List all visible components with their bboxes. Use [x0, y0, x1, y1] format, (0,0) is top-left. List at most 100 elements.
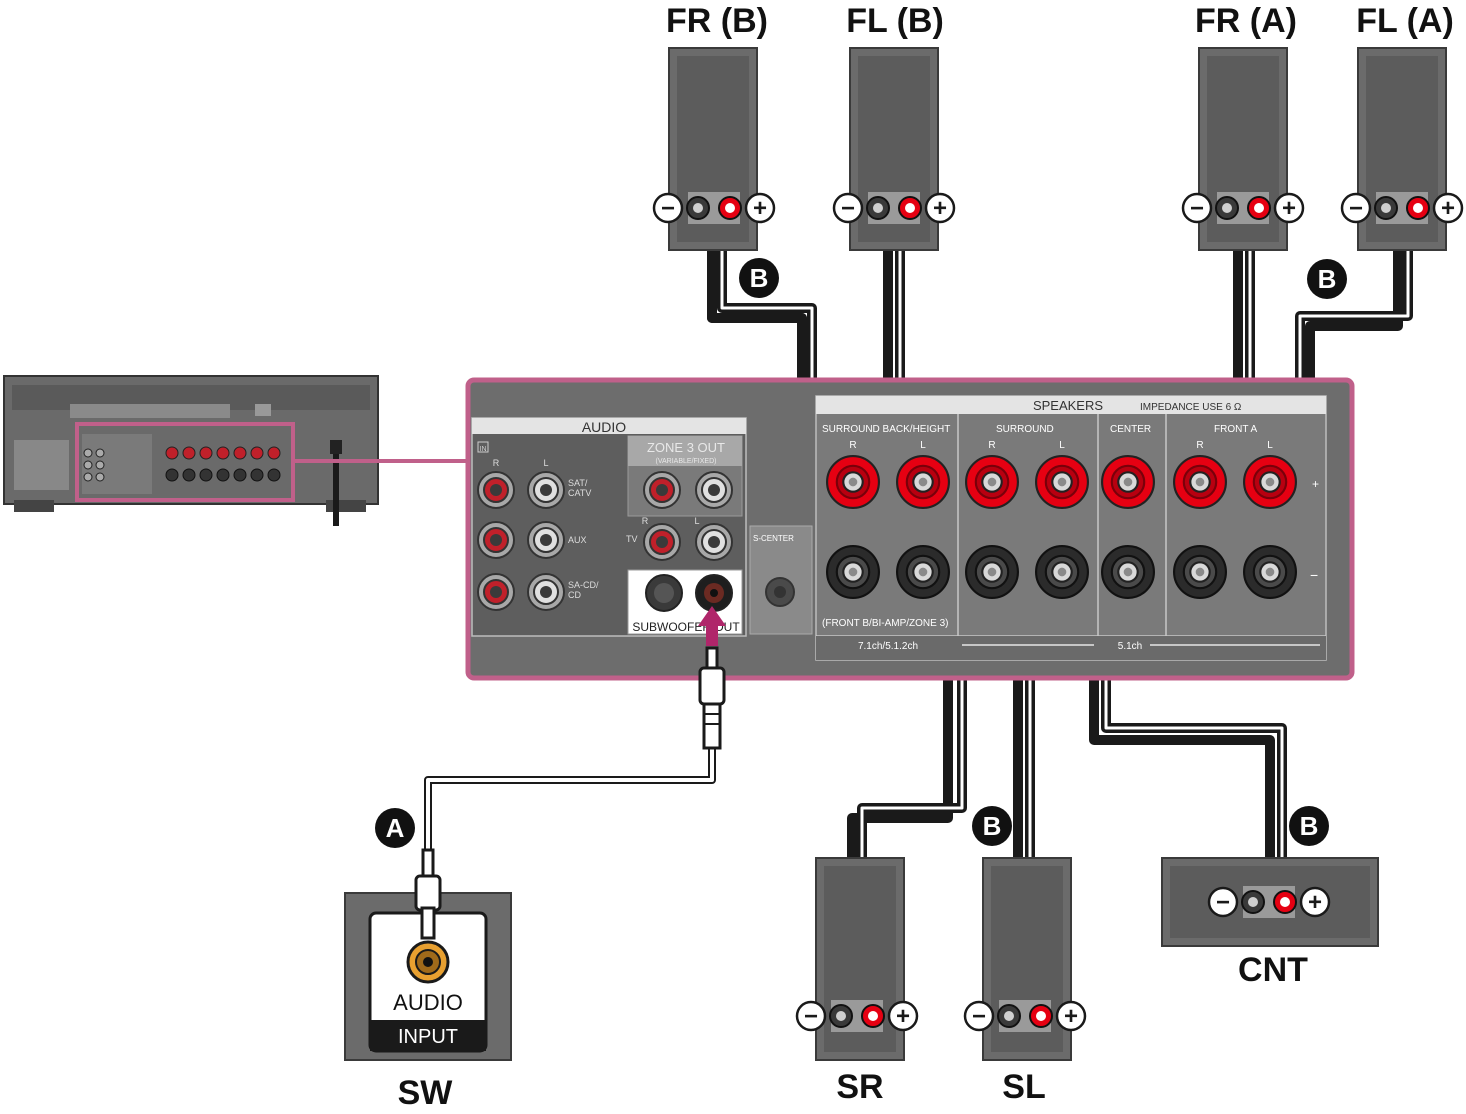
thumb-rca-jack: [83, 472, 93, 482]
label-fr-a: FR (A): [1195, 2, 1297, 40]
plus-sign-text: +: [1308, 889, 1322, 916]
plus-sign-text: +: [896, 1003, 910, 1030]
front-a-l-plus-terminal[interactable]: [1243, 455, 1297, 509]
speakers-label: SPEAKERS: [1033, 398, 1103, 413]
sbh-l-minus-terminal[interactable]: [896, 545, 950, 599]
terminal-core: [1280, 897, 1290, 907]
marker-b-text: B: [983, 811, 1002, 841]
ch-51-label: 5.1ch: [1118, 641, 1142, 652]
marker-b-text: B: [1300, 811, 1319, 841]
audio-header: AUDIO: [582, 419, 626, 435]
front-a-r-plus-terminal[interactable]: [1173, 455, 1227, 509]
sbh-l-plus-terminal[interactable]: [896, 455, 950, 509]
front-a-label: FRONT A: [1214, 424, 1257, 435]
sacd-line1: SA-CD/: [568, 580, 599, 590]
terminal-core: [1004, 1011, 1014, 1021]
front-a-r-minus-terminal[interactable]: [1173, 545, 1227, 599]
audio-section: AUDIO IN R L SAT/ CATV AUX SA-CD/ CD Z: [471, 417, 747, 637]
label-sl: SL: [1002, 1068, 1045, 1106]
s-center-label: S-CENTER: [753, 534, 794, 543]
minus-sign-icon: [832, 192, 864, 224]
receiver-thumbnail: [3, 375, 468, 526]
terminal-core: [1254, 203, 1264, 213]
terminal-core: [1381, 203, 1391, 213]
zone3-out-label: ZONE 3 OUT: [647, 440, 725, 455]
center-plus-terminal[interactable]: [1101, 455, 1155, 509]
cable-subwoofer: [424, 745, 716, 850]
thumb-rca-jack: [83, 460, 93, 470]
sat-catv-l-jack[interactable]: [527, 471, 565, 509]
in-label: IN: [480, 446, 487, 453]
minus-sign-text: −: [1216, 889, 1230, 916]
plus-sign-text: +: [1282, 195, 1296, 222]
arrow-icon: [698, 606, 726, 646]
thumb-rca-jack: [95, 472, 105, 482]
speaker-sl: −+: [963, 857, 1087, 1061]
subwoofer-input-label: INPUT: [398, 1026, 458, 1048]
tv-l-label: L: [694, 516, 699, 526]
thumb-red-post: [199, 446, 213, 460]
subwoofer-out-label: SUBWOOFER OUT: [632, 620, 740, 634]
aux-l-jack[interactable]: [527, 521, 565, 559]
tv-l-jack[interactable]: [695, 523, 733, 561]
center-minus-terminal[interactable]: [1101, 545, 1155, 599]
sat-catv-line1: SAT/: [568, 478, 588, 488]
front-a-l-minus-terminal[interactable]: [1243, 545, 1297, 599]
surround-r-minus-terminal[interactable]: [965, 545, 1019, 599]
thumb-red-post: [216, 446, 230, 460]
minus-sign-icon: [963, 1000, 995, 1032]
sacd-line2: CD: [568, 590, 581, 600]
sbh-r-minus-terminal[interactable]: [826, 545, 880, 599]
thumb-black-post: [250, 468, 264, 482]
plus-sign-text: +: [933, 195, 947, 222]
surround-l-minus-terminal[interactable]: [1035, 545, 1089, 599]
aux-r-jack[interactable]: [477, 521, 515, 559]
sbh-r-label: R: [849, 440, 856, 451]
thumb-red-post: [267, 446, 281, 460]
subwoofer: AUDIO INPUT: [344, 848, 512, 1061]
plus-sign-icon: [1055, 1000, 1087, 1032]
minus-sign-icon: [1207, 886, 1239, 918]
surround-r-plus-terminal[interactable]: [965, 455, 1019, 509]
zone3-l-jack[interactable]: [695, 471, 733, 509]
ch-71-label: 7.1ch/5.1.2ch: [858, 641, 918, 652]
thumb-black-post: [199, 468, 213, 482]
marker-b-surround: B: [972, 806, 1012, 846]
label-sr: SR: [836, 1068, 883, 1106]
plus-sign-icon: [1299, 886, 1331, 918]
tv-r-jack[interactable]: [643, 523, 681, 561]
sbh-r-plus-terminal[interactable]: [826, 455, 880, 509]
sat-catv-r-jack[interactable]: [477, 471, 515, 509]
thumb-rca-jack: [95, 448, 105, 458]
label-fl-b: FL (B): [846, 2, 944, 40]
terminal-core: [1248, 897, 1258, 907]
plus-sign-text: +: [1064, 1003, 1078, 1030]
minus-sign-text: −: [661, 195, 675, 222]
plus-sign-icon: [1432, 192, 1464, 224]
sacd-l-jack[interactable]: [527, 573, 565, 611]
thumb-red-post: [165, 446, 179, 460]
front-r-label: R: [1196, 440, 1203, 451]
sacd-r-jack[interactable]: [477, 573, 515, 611]
surround-label: SURROUND: [996, 424, 1054, 435]
front-l-label: L: [1267, 440, 1273, 451]
marker-b-center: B: [1289, 806, 1329, 846]
speaker-cnt: −+: [1161, 857, 1379, 947]
sacd-label: SA-CD/ CD: [568, 580, 601, 600]
minus-sign-text: −: [1190, 195, 1204, 222]
minus-sign-icon: [795, 1000, 827, 1032]
subwoofer-audio-label: AUDIO: [393, 990, 463, 1015]
speaker-fr-b: −+: [652, 47, 776, 251]
zone3-r-jack[interactable]: [643, 471, 681, 509]
zone3-sub-label: (VARIABLE/FIXED): [656, 458, 717, 465]
label-sw: SW: [398, 1074, 454, 1112]
aux-label: AUX: [568, 535, 587, 545]
surround-l-plus-terminal[interactable]: [1035, 455, 1089, 509]
label-cnt: CNT: [1238, 951, 1308, 989]
plus-sign-icon: [1273, 192, 1305, 224]
marker-b-front-a: B: [1307, 259, 1347, 299]
minus-sign-icon: [1181, 192, 1213, 224]
terminal-core: [1222, 203, 1232, 213]
thumb-black-post: [165, 468, 179, 482]
